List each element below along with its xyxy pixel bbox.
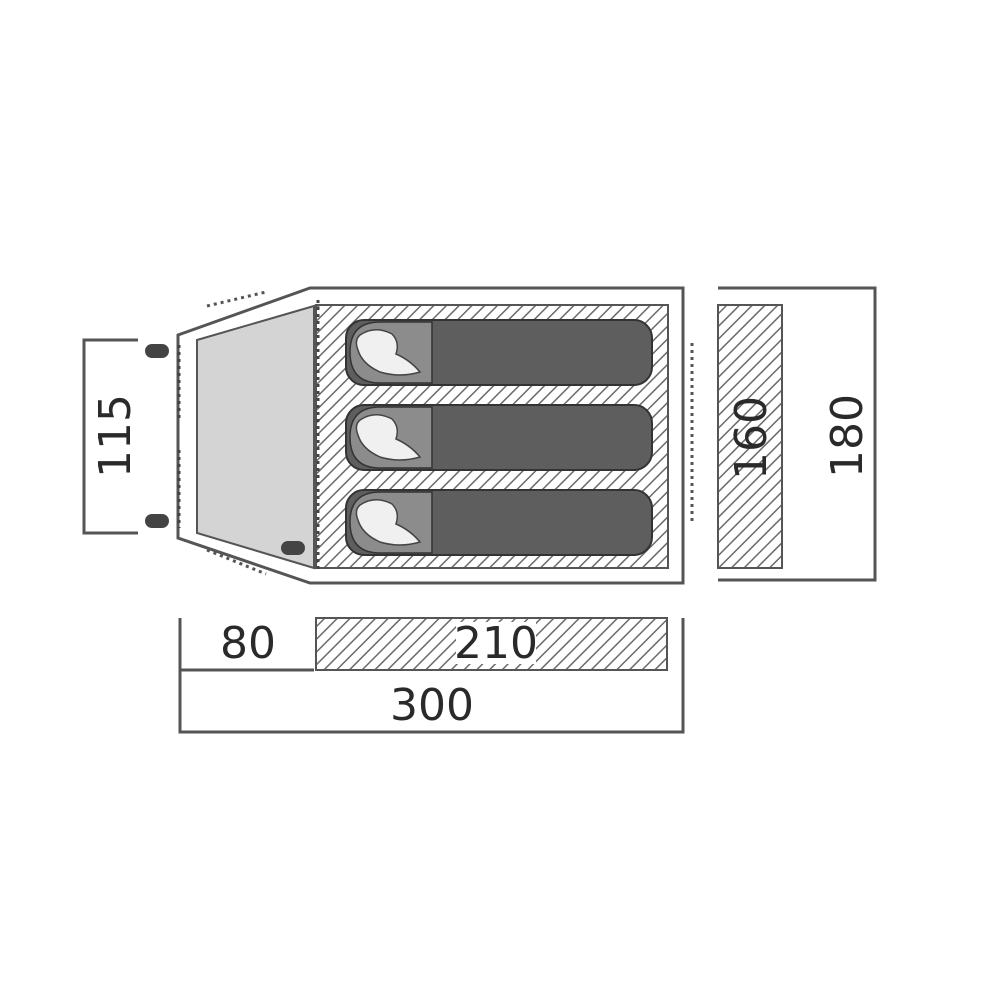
inner-length-label: 210 [454,618,538,669]
peg-icon [281,541,305,555]
total-width-bracket [718,286,877,582]
inner-width-label: 160 [726,396,777,480]
vestibule-depth-label: 80 [220,618,276,669]
inner-length-label-bg [456,622,536,664]
end-view-inner [717,304,783,569]
vestibule-width-bracket [82,338,138,535]
peg-icon [145,514,169,528]
sleeping-bag-2 [345,404,653,471]
total-length-bracket [178,670,685,734]
sleeping-bag-3 [345,489,653,556]
sleeping-bag-1 [345,319,653,386]
total-length-label: 300 [390,680,474,731]
peg-icon [145,344,169,358]
vestibule-area [196,304,315,570]
vestibule-width-label: 115 [90,394,141,478]
total-width-label: 180 [822,394,873,478]
vent-mark-top [206,290,267,308]
